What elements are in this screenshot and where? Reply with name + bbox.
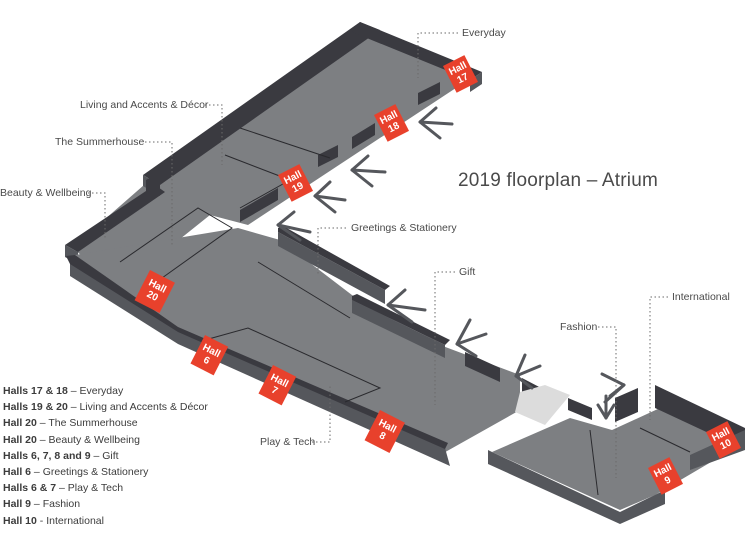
legend-halls: Halls 6 & 7 — [3, 482, 57, 495]
hall-badge-9: Hall9 — [648, 457, 684, 495]
legend-halls: Hall 9 — [3, 498, 32, 511]
callout-fashion: Fashion — [560, 321, 598, 333]
zone-line-6 — [589, 429, 599, 496]
floorplan-title: 2019 floorplan – Atrium — [458, 170, 658, 191]
legend-row: Halls 19 & 20 – Living and Accents & Déc… — [3, 399, 208, 415]
callout-everyday: Everyday — [462, 27, 506, 39]
legend-halls: Hall 20 — [3, 433, 37, 446]
upper-wing-floor — [72, 30, 468, 262]
gift-wall — [352, 300, 445, 358]
legend-row: Hall 20 – The Summerhouse — [3, 415, 208, 431]
callout-greetings: Greetings & Stationery — [351, 222, 457, 234]
legend-section: – The Summerhouse — [36, 417, 138, 430]
legend-halls: Halls 19 & 20 — [3, 401, 68, 414]
upper-wing — [65, 22, 482, 264]
leader-everyday — [417, 32, 458, 78]
hall-badge-8: Hall8 — [364, 410, 405, 454]
arrow-icon — [418, 106, 454, 140]
upper-wing-wall-north — [143, 22, 380, 185]
leader-gift — [434, 271, 455, 405]
zone-line-2 — [257, 261, 351, 319]
callout-summerhouse: The Summerhouse — [55, 136, 145, 148]
partition-3 — [352, 123, 375, 149]
legend-halls: Hall 20 — [3, 417, 37, 430]
arrow-icon — [600, 372, 626, 404]
arrow-icon — [350, 154, 387, 188]
callout-beauty: Beauty & Wellbeing — [0, 187, 92, 199]
hall-badges: Hall17 Hall18 Hall19 Hall20 Hall6 Hall7 — [134, 55, 742, 495]
partition-1 — [240, 188, 278, 222]
callout-living: Living and Accents & Décor — [80, 99, 209, 111]
legend-row: Halls 6 & 7 – Play & Tech — [3, 480, 208, 496]
legend-section: – Everyday — [67, 385, 124, 397]
hall-badge-20: Hall20 — [134, 270, 175, 314]
pillar-summer — [146, 172, 160, 200]
se-wing-wall-east — [620, 490, 665, 524]
pillar-1 — [465, 352, 500, 382]
legend-section: – Gift — [90, 449, 119, 462]
entrance-glass — [515, 385, 570, 425]
arrow-icon — [313, 180, 347, 214]
legend-halls: Hall 6 — [3, 466, 32, 479]
legend-row: Hall 9 – Fashion — [3, 496, 208, 512]
hall-badge-18: Hall18 — [374, 104, 410, 142]
arrow-icon — [455, 318, 488, 358]
partition-4 — [418, 82, 440, 105]
middle-wing-floor — [75, 228, 520, 455]
greetings-wall — [278, 232, 385, 304]
west-wall — [65, 185, 165, 252]
entrance-arrows — [276, 106, 626, 420]
pillar-3 — [568, 398, 592, 420]
leader-beauty — [88, 192, 106, 240]
hall-badge-6: Hall6 — [190, 335, 229, 376]
arrow-icon — [596, 394, 616, 420]
leader-lines — [88, 32, 668, 478]
se-wing-wall-south — [488, 450, 620, 524]
middle-wing-wall-south — [70, 262, 178, 344]
legend-halls: Hall 10 — [3, 514, 37, 527]
legend-halls: Halls 17 & 18 — [3, 385, 68, 397]
legend-row: Halls 6, 7, 8 and 9 – Gift — [3, 448, 208, 464]
zone-line-3 — [204, 327, 382, 403]
legend-section: - International — [36, 514, 104, 527]
hall-badge-19: Hall19 — [278, 164, 314, 202]
zone-line-1 — [119, 207, 233, 284]
legend: Halls 17 & 18 – Everyday Halls 19 & 20 –… — [3, 383, 208, 529]
hall-badge-17: Hall17 — [443, 55, 479, 93]
leader-playtech — [312, 385, 331, 443]
zone-line-5 — [239, 127, 331, 159]
callout-gift: Gift — [459, 266, 476, 278]
legend-section: – Greetings & Stationery — [31, 466, 149, 479]
legend-row: Halls 17 & 18 – Everyday — [3, 383, 208, 399]
middle-wing-wall-south-top — [66, 255, 178, 332]
legend-section: – Play & Tech — [56, 482, 124, 495]
leader-summerhouse — [145, 141, 173, 245]
arrow-icon — [514, 353, 542, 390]
leader-international — [649, 296, 668, 420]
leader-living — [205, 104, 223, 165]
se-wing-floor — [492, 408, 740, 510]
legend-halls: Halls 6, 7, 8 and 9 — [3, 449, 91, 462]
hall-20-label: Hall20 — [142, 278, 169, 306]
partition-2 — [318, 145, 338, 167]
callout-playtech: Play & Tech — [260, 436, 316, 448]
legend-row: Hall 20 – Beauty & Wellbeing — [3, 432, 208, 448]
arrow-icon — [276, 210, 312, 242]
gift-wall-top — [352, 294, 450, 345]
leader-greetings — [317, 227, 346, 275]
legend-section: – Fashion — [31, 498, 81, 511]
legend-section: – Living and Accents & Décor — [67, 401, 208, 414]
hall-badge-7: Hall7 — [258, 365, 297, 406]
legend-row: Hall 10 - International — [3, 513, 208, 529]
callout-international: International — [672, 291, 730, 303]
legend-row: Hall 6 – Greetings & Stationery — [3, 464, 208, 480]
greetings-wall-top — [278, 226, 390, 290]
legend-section: – Beauty & Wellbeing — [36, 433, 140, 446]
arrow-icon — [386, 288, 427, 324]
hall-badge-10: Hall10 — [706, 421, 742, 459]
zone-line-7 — [639, 427, 691, 453]
pillar-intl — [615, 388, 638, 422]
